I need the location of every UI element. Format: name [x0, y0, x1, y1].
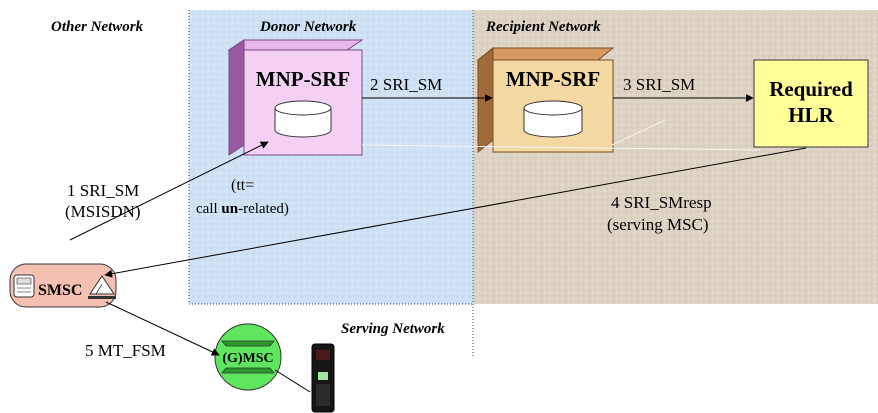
phone-link-line: [274, 369, 311, 393]
mobile-phone-icon: [311, 343, 335, 413]
database-icon: [274, 100, 332, 138]
box-top-face: [476, 47, 615, 61]
box-side-face: [228, 39, 245, 156]
envelope-icon: [88, 275, 116, 299]
recipient-mnp-srf-node: MNP-SRF: [476, 46, 615, 154]
annotation-un: un: [221, 201, 238, 217]
annotation-line1: (tt=: [231, 177, 254, 194]
region-title-donor: Donor Network: [259, 19, 357, 35]
msg-3-label: 3 SRI_SM: [623, 75, 695, 94]
msg-4-label: 4 SRI_SMresp: [611, 193, 712, 212]
msg-4-param: (serving MSC): [607, 215, 709, 234]
msg-1-param: (MSISDN): [65, 202, 141, 221]
arrow-4-sri-smresp: [104, 147, 807, 278]
box-side-face: [477, 46, 494, 154]
arrow-1-sri-sm: [69, 141, 269, 241]
smsc-label: SMSC: [38, 282, 82, 299]
recipient-srf-label: MNP-SRF: [506, 67, 600, 91]
shadow-line: [361, 144, 761, 151]
gmsc-top-bar: [221, 340, 275, 347]
arrow-5-mt-fsm: [105, 301, 220, 356]
annotation-line2: call un-related): [196, 201, 289, 217]
gmsc-label: (G)MSC: [222, 351, 273, 366]
hlr-label-line1: Required: [769, 77, 853, 101]
hlr-box: [753, 59, 869, 148]
region-title-serving: Serving Network: [341, 321, 445, 337]
msg-5-label: 5 MT_FSM: [85, 341, 166, 360]
smsc-node: SMSC: [9, 263, 117, 308]
shadow-line: [611, 119, 666, 146]
box-top-face: [227, 39, 364, 51]
database-icon: [523, 100, 583, 138]
gmsc-node: (G)MSC: [214, 323, 282, 391]
sms-terminal-icon: [13, 274, 35, 298]
gmsc-circle: [214, 323, 282, 391]
annotation-call: call: [196, 201, 221, 217]
donor-mnp-srf-node: MNP-SRF: [227, 39, 364, 156]
required-hlr-node: Required HLR: [753, 59, 869, 148]
annotation-related: -related): [238, 201, 289, 217]
msg-2-label: 2 SRI_SM: [370, 75, 442, 94]
donor-srf-label: MNP-SRF: [256, 67, 350, 91]
msg-1-label: 1 SRI_SM: [67, 181, 139, 200]
hlr-label-line2: HLR: [788, 103, 834, 127]
gmsc-bottom-bar: [221, 367, 275, 374]
region-title-other: Other Network: [51, 19, 144, 35]
region-title-recipient: Recipient Network: [485, 19, 601, 35]
